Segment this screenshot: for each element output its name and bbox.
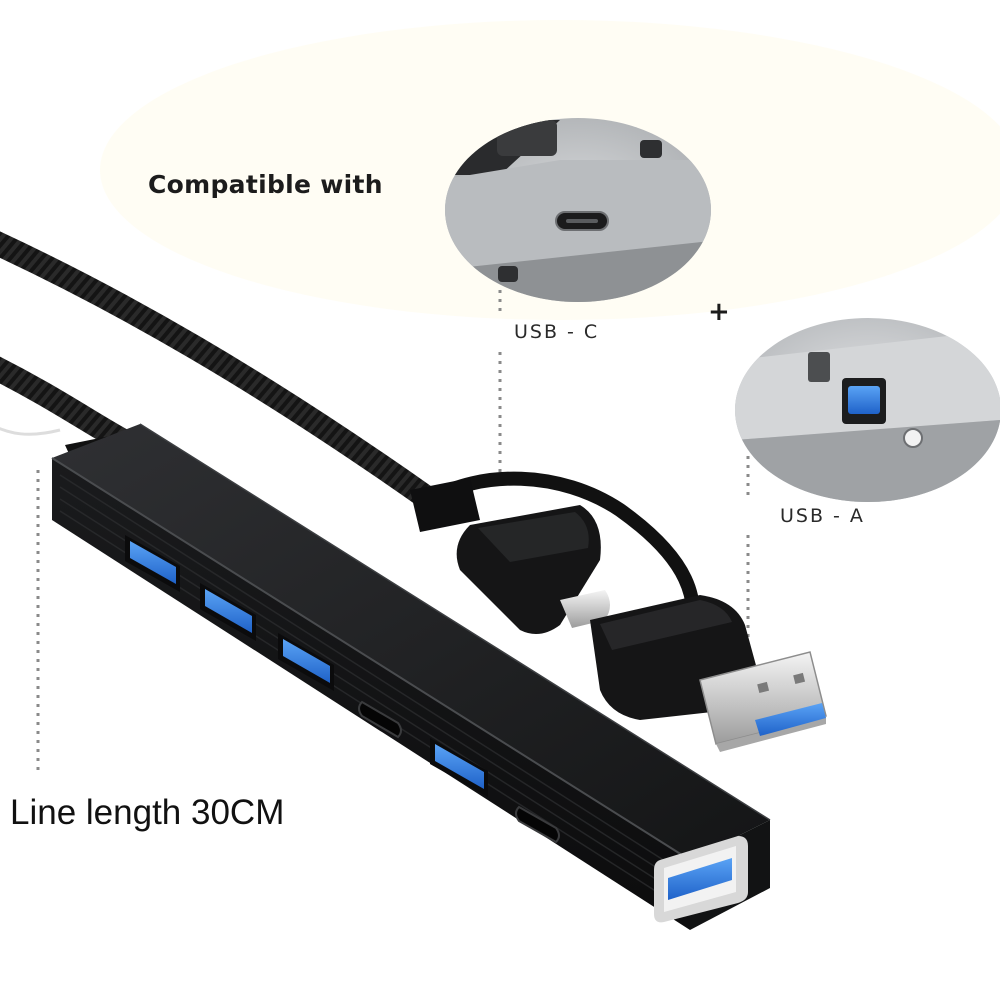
hub-usb-c-port	[515, 805, 560, 844]
hub-end-usb-a-port	[654, 836, 748, 923]
hub-usb-c-port	[358, 700, 402, 739]
hub-usb-a-port	[278, 633, 334, 691]
hub-usb-a-port	[125, 535, 180, 592]
compatible-with-heading: Compatible with	[148, 170, 383, 199]
usb-c-adapter-head	[410, 478, 610, 634]
plus-sign: +	[708, 297, 730, 327]
usb-a-label: USB - A	[780, 505, 865, 527]
usb-a-callout	[735, 318, 1000, 502]
hub-usb-a-port	[200, 583, 256, 641]
usb-c-label: USB - C	[514, 321, 600, 343]
hub-usb-a-port	[430, 738, 488, 797]
dotted-leader-lines	[36, 290, 750, 775]
usb-hub-body	[51, 423, 771, 930]
line-length-caption: Line length 30CM	[10, 793, 285, 832]
usb-a-adapter-head	[590, 595, 827, 752]
